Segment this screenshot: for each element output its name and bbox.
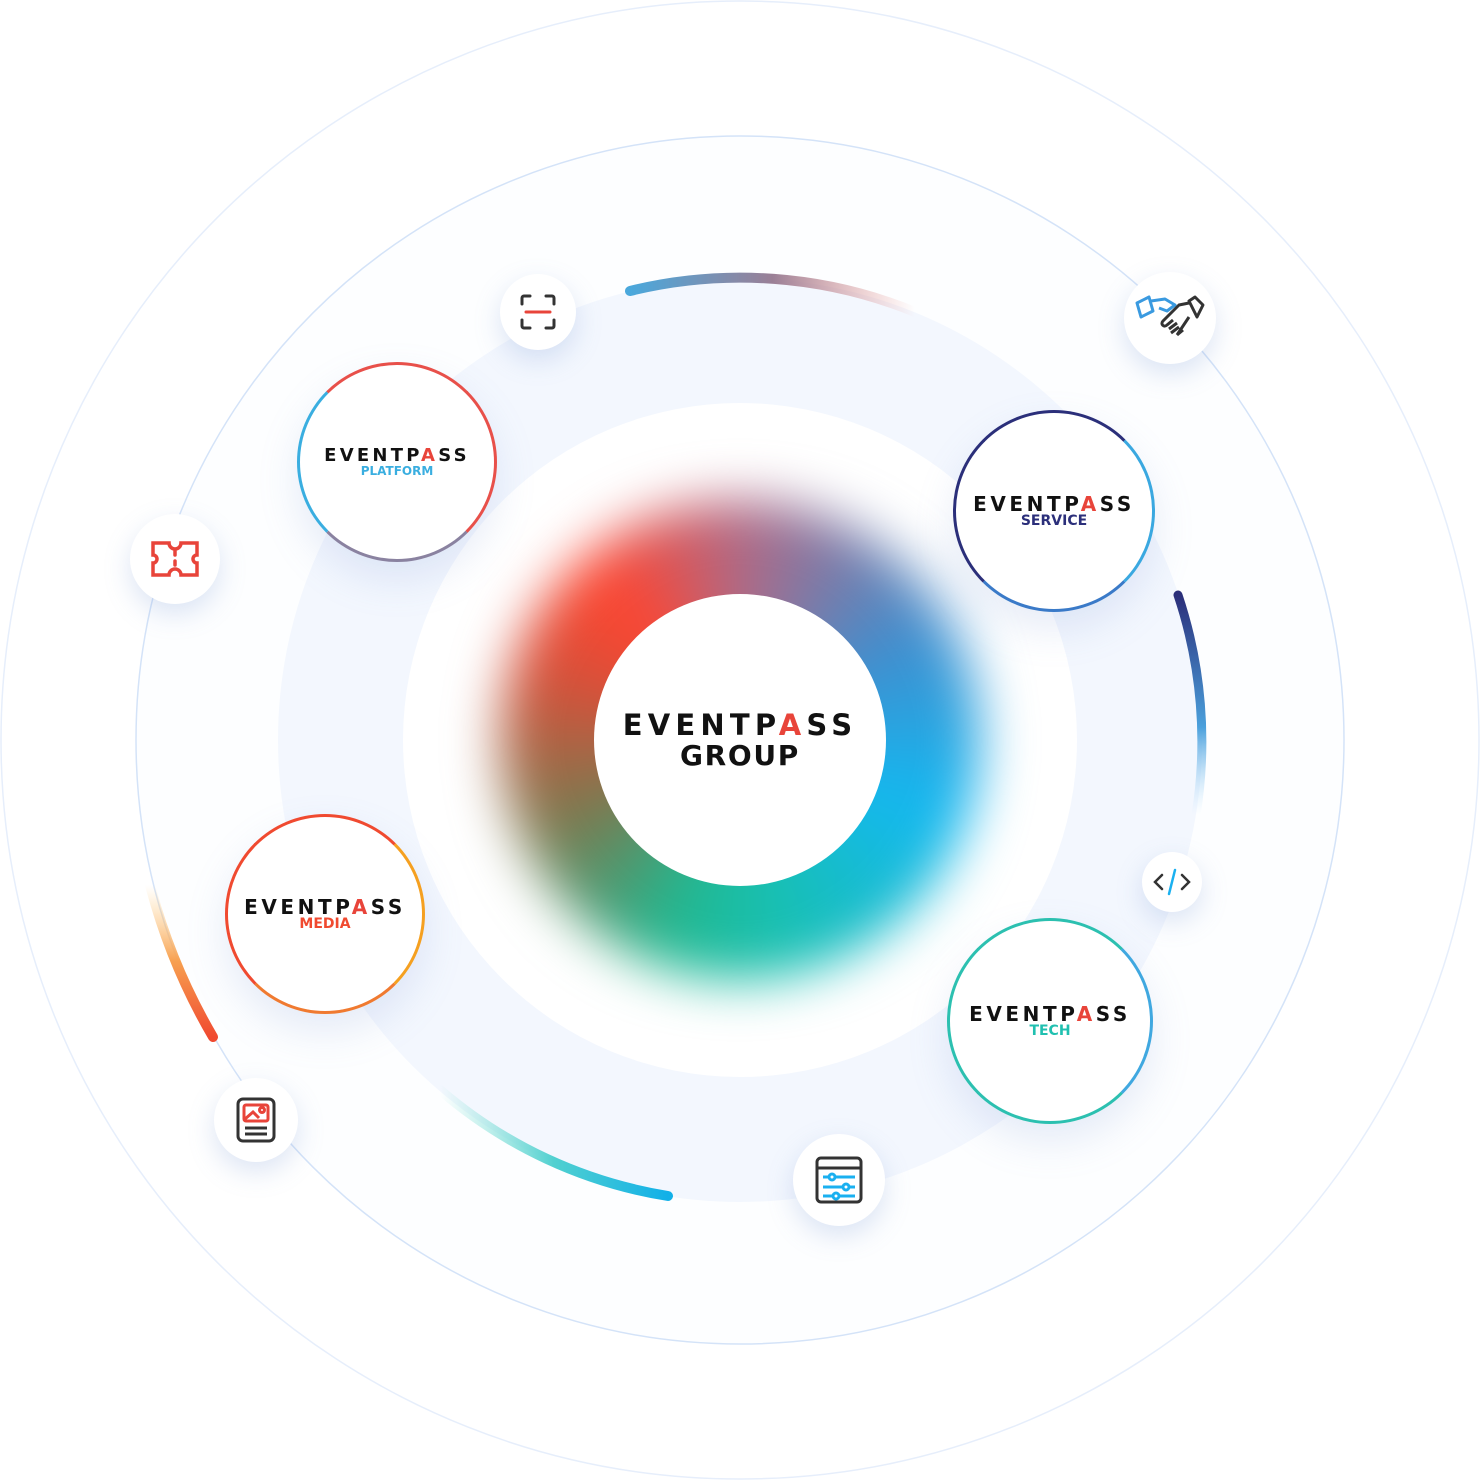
center-logo: EVENTPASS GROUP	[594, 594, 886, 886]
logo-a-mark: A	[421, 445, 439, 466]
node-media[interactable]: EVENTPASS MEDIA	[225, 814, 425, 1014]
right-arc	[1173, 590, 1207, 820]
handshake-icon	[1124, 272, 1216, 364]
media-document-icon	[214, 1078, 298, 1162]
brand-wordmark: EVENTPASS	[622, 707, 858, 742]
brand-wordmark: EVENTPASS	[324, 445, 470, 466]
group-label: GROUP	[679, 738, 800, 772]
brand-wordmark: EVENTPASS	[244, 895, 406, 919]
tech-label: TECH	[1029, 1023, 1071, 1039]
top-arc	[625, 272, 920, 317]
bottom-arc	[435, 1085, 673, 1201]
node-tech[interactable]: EVENTPASS TECH	[947, 918, 1153, 1124]
brand-wordmark: EVENTPASS	[973, 492, 1135, 516]
media-label: MEDIA	[299, 916, 351, 932]
logo-a-mark: A	[778, 707, 807, 742]
settings-panel-icon	[793, 1134, 885, 1226]
logo-a-mark: A	[1076, 1002, 1096, 1026]
code-icon	[1142, 852, 1202, 912]
scan-icon	[500, 274, 576, 350]
logo-a-mark: A	[1080, 492, 1100, 516]
logo-a-mark: A	[351, 895, 371, 919]
ticket-icon	[130, 514, 220, 604]
platform-label: PLATFORM	[360, 464, 434, 478]
node-service[interactable]: EVENTPASS SERVICE	[953, 410, 1155, 612]
service-label: SERVICE	[1020, 513, 1088, 529]
node-platform[interactable]: EVENTPASS PLATFORM	[297, 362, 497, 562]
brand-wordmark: EVENTPASS	[969, 1002, 1131, 1026]
left-arc	[145, 880, 218, 1042]
